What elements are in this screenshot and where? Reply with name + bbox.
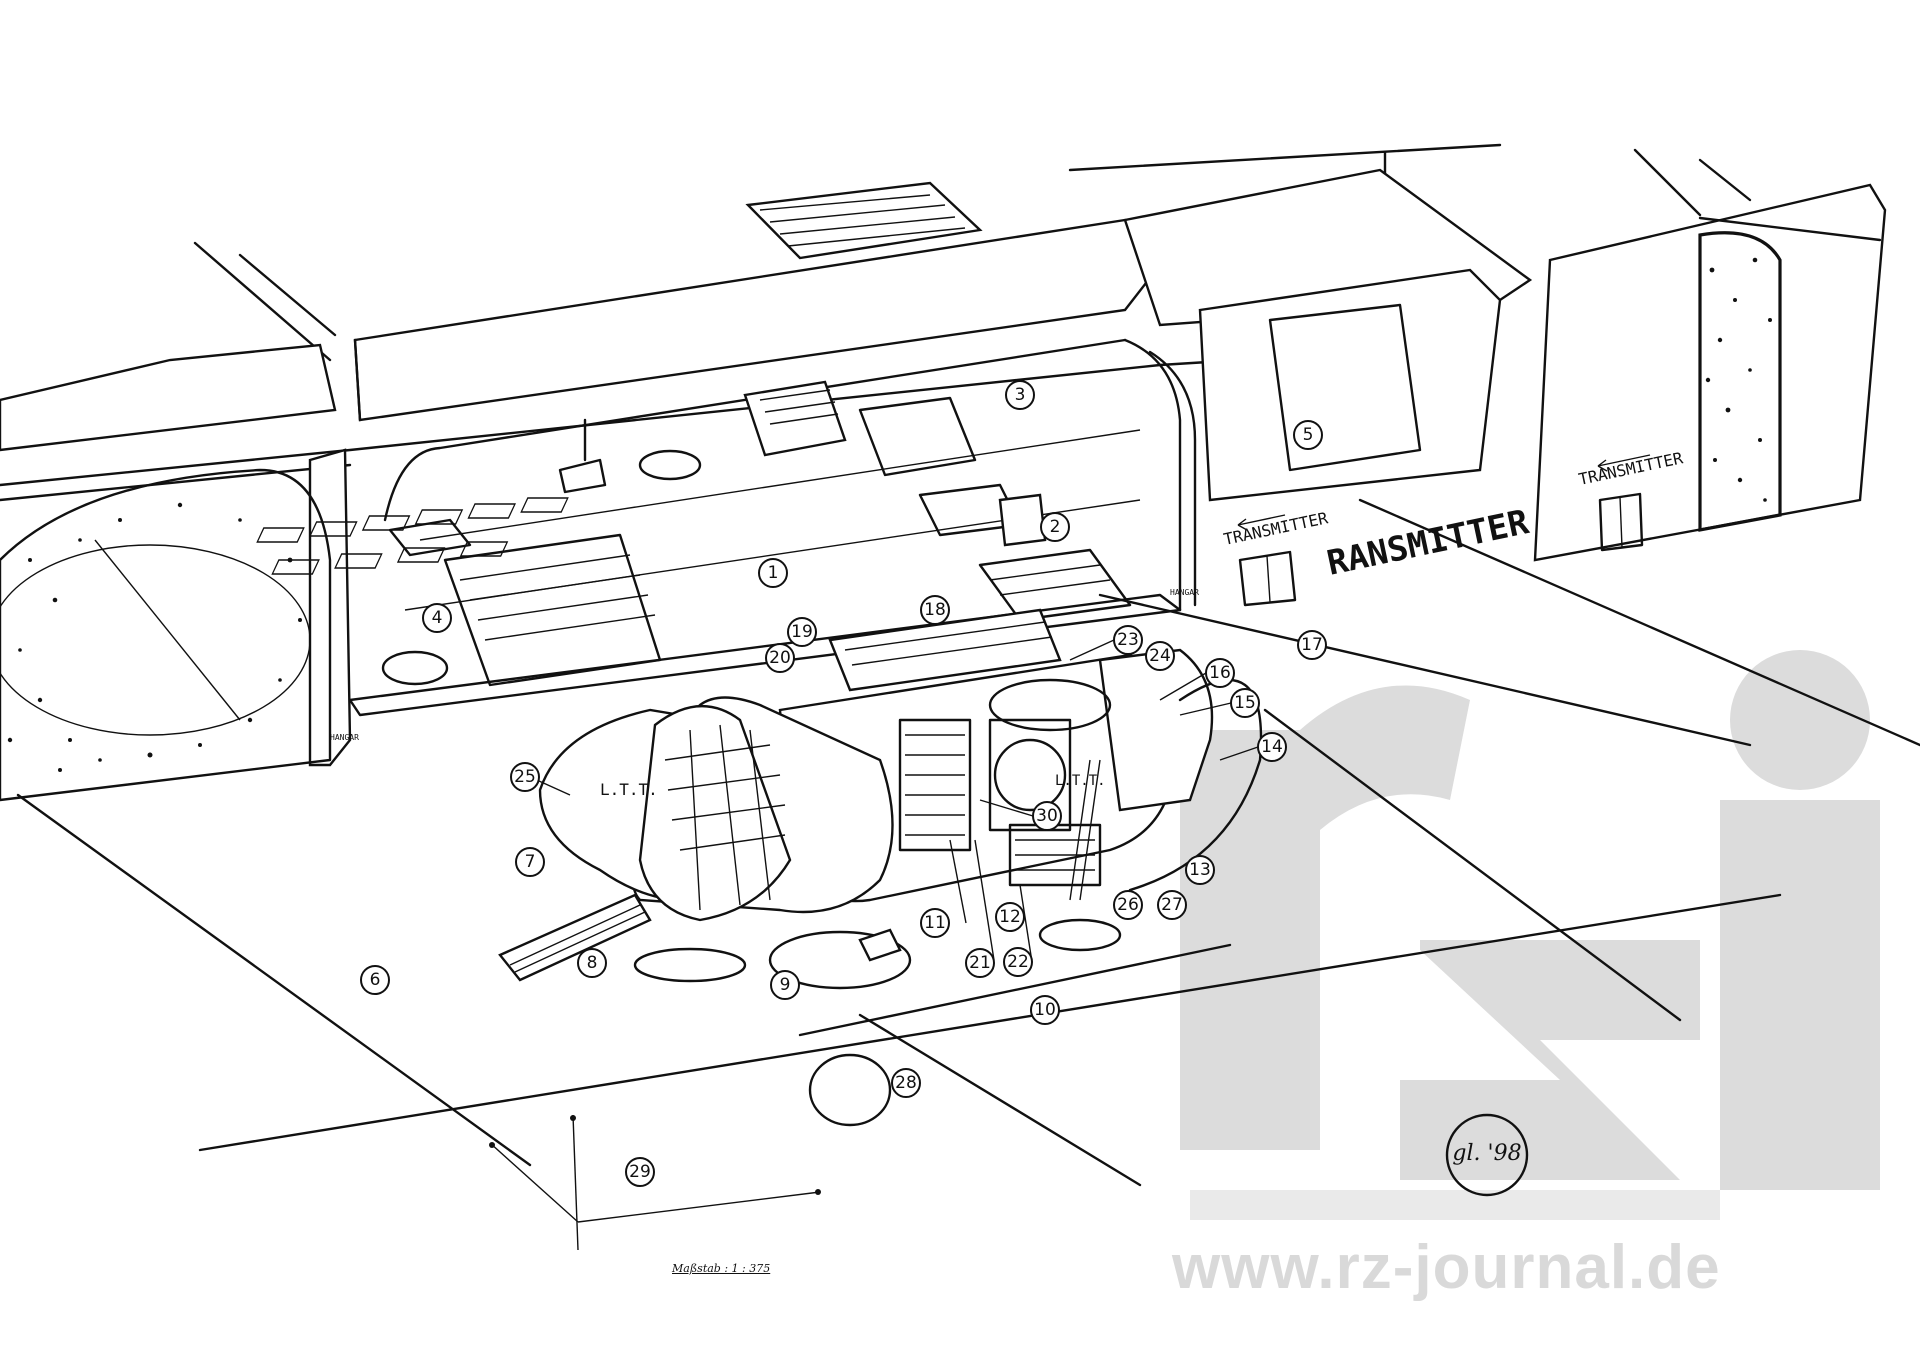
svg-text:26: 26 (1117, 895, 1139, 915)
svg-text:2: 2 (1050, 517, 1061, 537)
callout-14: 14 (1257, 732, 1287, 762)
transmitter-sign-big: RANSMITTER (1324, 502, 1533, 584)
svg-text:19: 19 (791, 622, 813, 642)
hangar-sign-right: HANGAR (1170, 588, 1199, 597)
roof-skylight (745, 181, 983, 260)
callout-26: 26 (1113, 890, 1143, 920)
callout-6: 6 (360, 965, 390, 995)
svg-text:28: 28 (895, 1073, 917, 1093)
callout-22: 22 (1003, 947, 1033, 977)
svg-text:23: 23 (1117, 630, 1139, 650)
svg-text:15: 15 (1234, 693, 1256, 713)
ground-vehicle-28 (808, 1053, 892, 1127)
callout-13: 13 (1185, 855, 1215, 885)
callout-24: 24 (1145, 641, 1175, 671)
ship-label-left: L.T.T. (600, 780, 658, 799)
callout-28: 28 (891, 1068, 921, 1098)
svg-text:6: 6 (370, 970, 381, 990)
svg-text:1: 1 (768, 563, 779, 583)
callout-21: 21 (965, 948, 995, 978)
dimension-axes (489, 1114, 821, 1251)
svg-text:18: 18 (924, 600, 946, 620)
scale-note: Maßstab : 1 : 375 (672, 1262, 771, 1275)
svg-text:30: 30 (1036, 806, 1058, 826)
callout-5: 5 (1293, 420, 1323, 450)
transmitter-sign-left: TRANSMITTER (1222, 508, 1330, 549)
callout-16: 16 (1205, 658, 1235, 688)
ground-vehicle-1 (633, 947, 747, 983)
svg-text:16: 16 (1209, 663, 1231, 683)
left-cave-opening (0, 468, 332, 802)
callout-2: 2 (1040, 512, 1070, 542)
svg-text:12: 12 (999, 907, 1021, 927)
hangar-structure (0, 143, 1887, 802)
callout-1: 1 (758, 558, 788, 588)
callout-7: 7 (515, 847, 545, 877)
callout-27: 27 (1157, 890, 1187, 920)
spacecraft-cutaway: L.T.T. L.T.T. (381, 608, 1263, 1127)
hangar-sign-left: HANGAR (330, 733, 359, 742)
callout-29: 29 (625, 1157, 655, 1187)
svg-text:3: 3 (1015, 385, 1026, 405)
callout-15: 15 (1230, 688, 1260, 718)
svg-text:5: 5 (1303, 425, 1314, 445)
signature-mark: gl. '98 (1445, 1113, 1529, 1197)
signature-text: gl. '98 (1452, 1141, 1521, 1166)
svg-text:22: 22 (1007, 952, 1029, 972)
callout-10: 10 (1030, 995, 1060, 1025)
landing-ramp (498, 893, 652, 982)
callout-3: 3 (1005, 380, 1035, 410)
callout-8: 8 (577, 948, 607, 978)
callout-17: 17 (1297, 630, 1327, 660)
callouts: 1 2 3 4 5 6 7 8 9 10 11 12 13 14 15 16 1… (360, 380, 1327, 1187)
svg-text:24: 24 (1149, 646, 1171, 666)
callout-19: 19 (787, 617, 817, 647)
svg-text:14: 14 (1261, 737, 1283, 757)
svg-text:21: 21 (969, 953, 991, 973)
callout-4: 4 (422, 603, 452, 633)
callout-12: 12 (995, 902, 1025, 932)
callout-18: 18 (920, 595, 950, 625)
hangar-floor-bays (256, 380, 1132, 687)
svg-text:27: 27 (1161, 895, 1183, 915)
svg-text:29: 29 (629, 1162, 651, 1182)
svg-text:10: 10 (1034, 1000, 1056, 1020)
callout-9: 9 (770, 970, 800, 1000)
svg-text:25: 25 (514, 767, 536, 787)
watermark-logo (1180, 650, 1880, 1220)
svg-text:7: 7 (525, 852, 536, 872)
callout-30: 30 (1032, 801, 1062, 831)
watermark-url: www.rz-journal.de (1172, 1233, 1721, 1302)
svg-text:9: 9 (780, 975, 791, 995)
svg-text:20: 20 (769, 648, 791, 668)
svg-text:11: 11 (924, 913, 946, 933)
svg-text:8: 8 (587, 953, 598, 973)
ship-label-right: L.T.T. (1055, 773, 1106, 789)
svg-text:4: 4 (432, 608, 443, 628)
svg-text:17: 17 (1301, 635, 1323, 655)
leader-lines (538, 639, 1259, 963)
callout-25: 25 (510, 762, 540, 792)
callout-20: 20 (765, 643, 795, 673)
callout-11: 11 (920, 908, 950, 938)
callout-23: 23 (1113, 625, 1143, 655)
svg-text:13: 13 (1189, 860, 1211, 880)
floor-plane (16, 498, 1920, 1187)
